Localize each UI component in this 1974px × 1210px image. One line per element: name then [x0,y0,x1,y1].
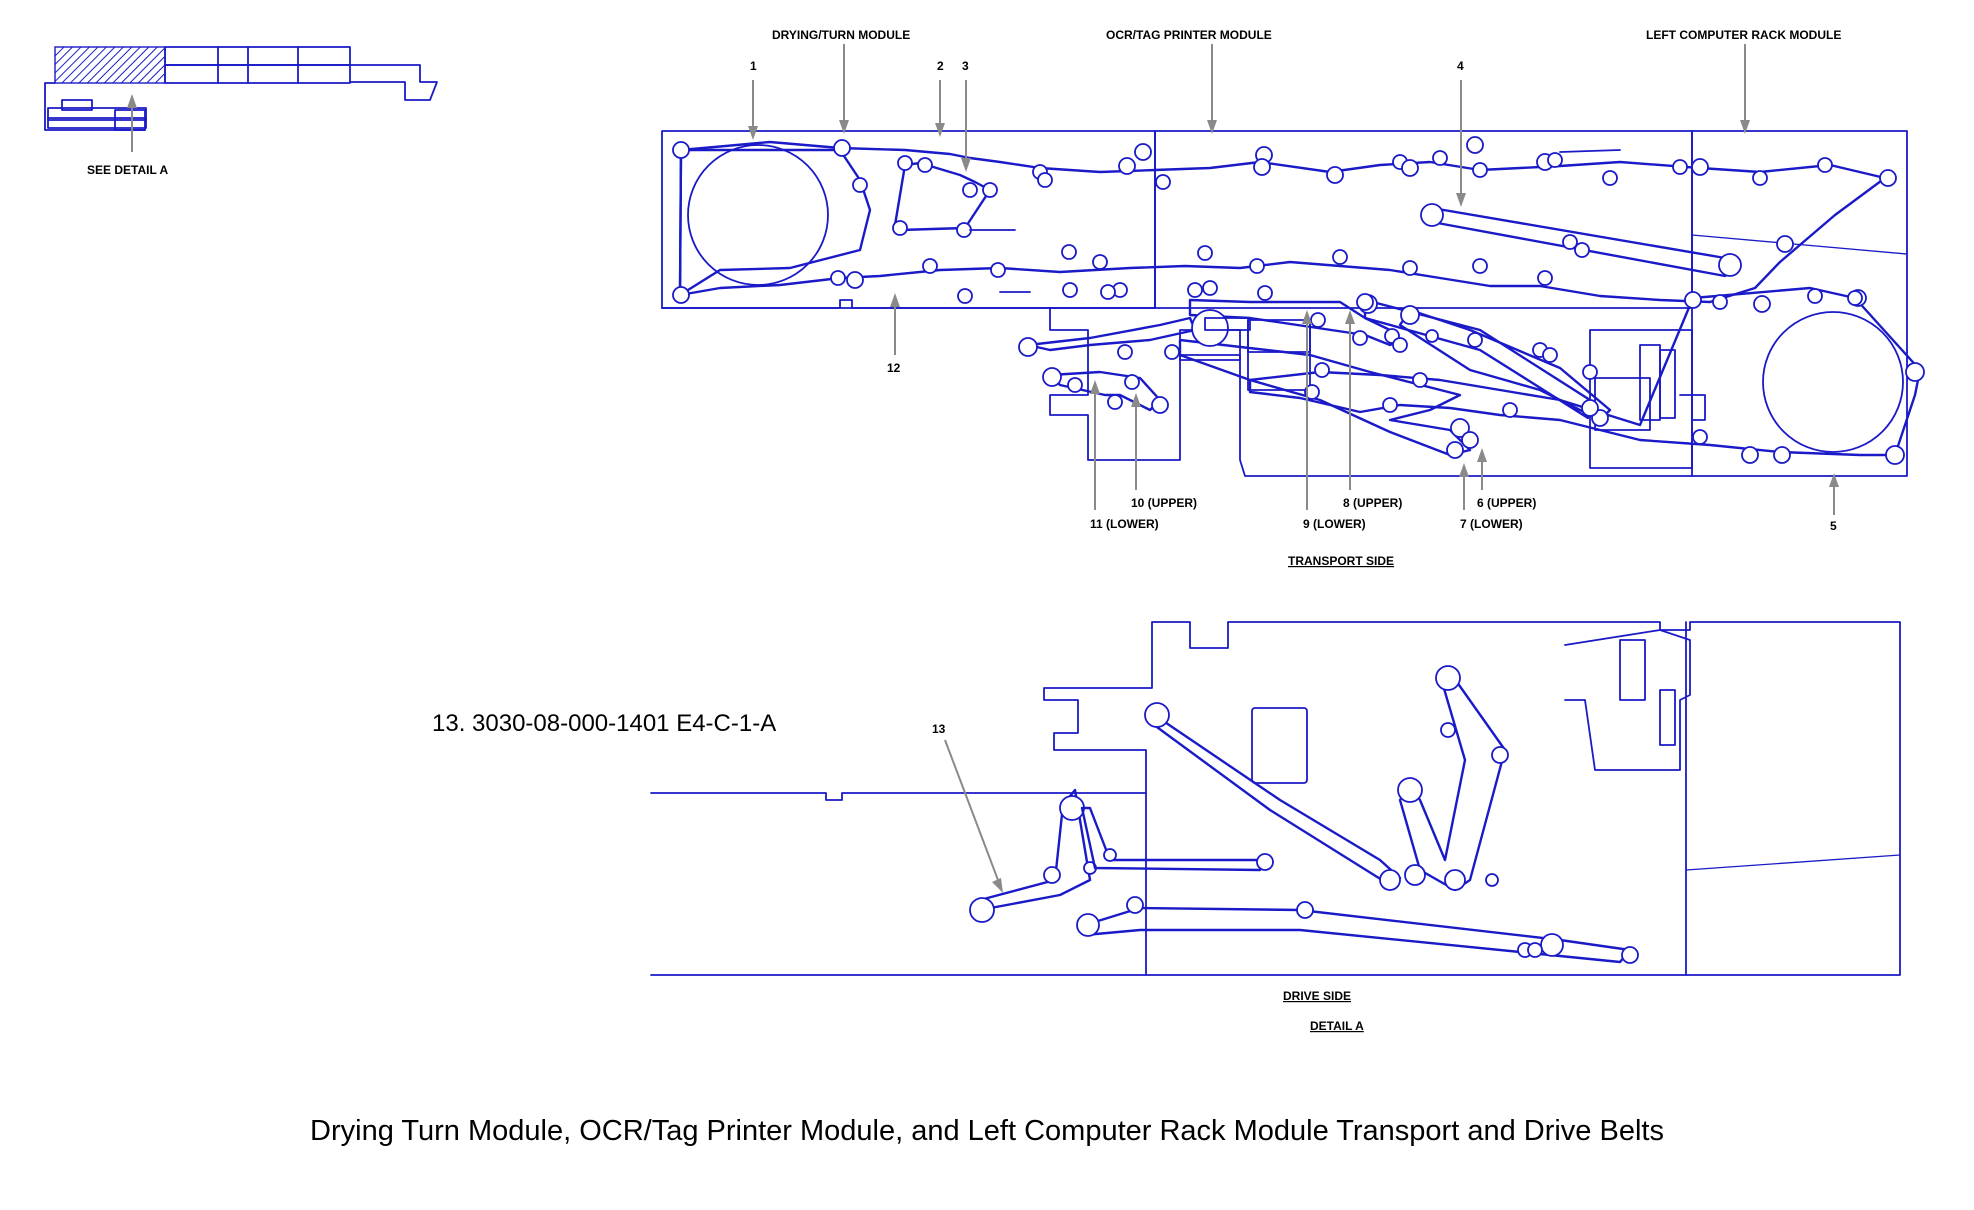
part-number: 13. 3030-08-000-1401 E4-C-1-A [432,710,776,737]
callout-12: 12 [887,361,901,375]
left-rack-module-label: LEFT COMPUTER RACK MODULE [1646,28,1841,42]
ocr-head-pulley [1191,309,1229,347]
callout-11: 11 (LOWER) [1090,517,1159,531]
see-detail-label: SEE DETAIL A [87,163,168,177]
drying-turn-module-label: DRYING/TURN MODULE [772,28,910,42]
belt-11 [1048,370,1162,412]
detail-a-label: DETAIL A [1310,1019,1364,1033]
callout-5: 5 [1830,519,1837,533]
callout-9: 9 (LOWER) [1303,517,1366,531]
callout-13: 13 [932,722,946,736]
transport-side-view: DRYING/TURN MODULE OCR/TAG PRINTER MODUL… [661,28,1925,568]
drive-side-view: 13 DRIVE SIDE DETAIL A [650,621,1901,1033]
callout-2: 2 [937,59,944,73]
ocr-tag-module-label: OCR/TAG PRINTER MODULE [1106,28,1272,42]
callout-1: 1 [750,59,757,73]
callout-7: 7 (LOWER) [1460,517,1523,531]
thumbnail-overview: SEE DETAIL A [44,46,438,177]
transport-side-label: TRANSPORT SIDE [1288,554,1394,568]
drive-side-label: DRIVE SIDE [1283,989,1351,1003]
belt-3 [893,161,992,232]
callout-8: 8 (UPPER) [1343,496,1402,510]
figure-caption: Drying Turn Module, OCR/Tag Printer Modu… [310,1115,1664,1147]
callout-3: 3 [962,59,969,73]
callout-6: 6 (UPPER) [1477,496,1536,510]
belt-9 [1178,338,1472,457]
rack-drum-pulley [1762,311,1904,453]
belt-5 [1248,286,1922,457]
callout-4: 4 [1457,59,1464,73]
drive-belt-lower-long [1083,906,1632,964]
callout-leaders [748,44,1839,515]
thumbnail-hatched-region [54,46,166,84]
belt-2 [678,148,872,297]
belt-1 [678,140,1887,304]
callout-10: 10 (UPPER) [1131,496,1197,510]
